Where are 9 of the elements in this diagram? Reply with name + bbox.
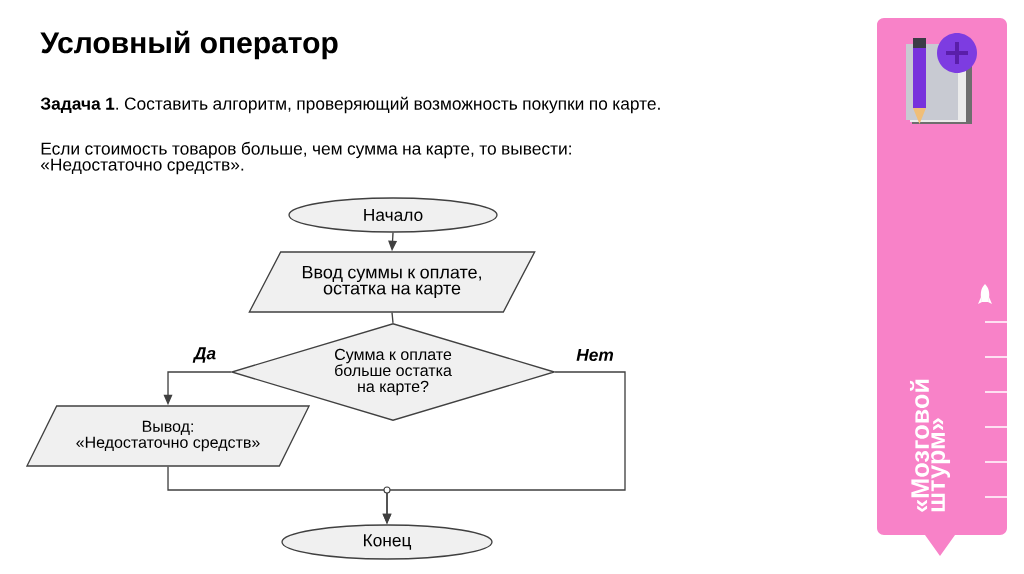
start-terminal: Начало <box>288 197 498 233</box>
end-terminal: Конец <box>281 524 493 560</box>
edge-label: Нет <box>576 348 614 362</box>
task-text: Задача 1. Составить алгоритм, проверяющий возможность покупки по карте. <box>40 96 660 114</box>
title: Условный оператор <box>40 30 338 60</box>
task-text: Если стоимость товаров больше, чем сумма на карте, то вывести: «Недостаточно средств». <box>41 141 571 175</box>
side-banner: «Мозговой штурм» <box>877 18 1007 556</box>
input-parallelogram: Ввод суммы к оплате, остатка на карте <box>248 251 536 313</box>
edge-label: Да <box>192 347 216 363</box>
